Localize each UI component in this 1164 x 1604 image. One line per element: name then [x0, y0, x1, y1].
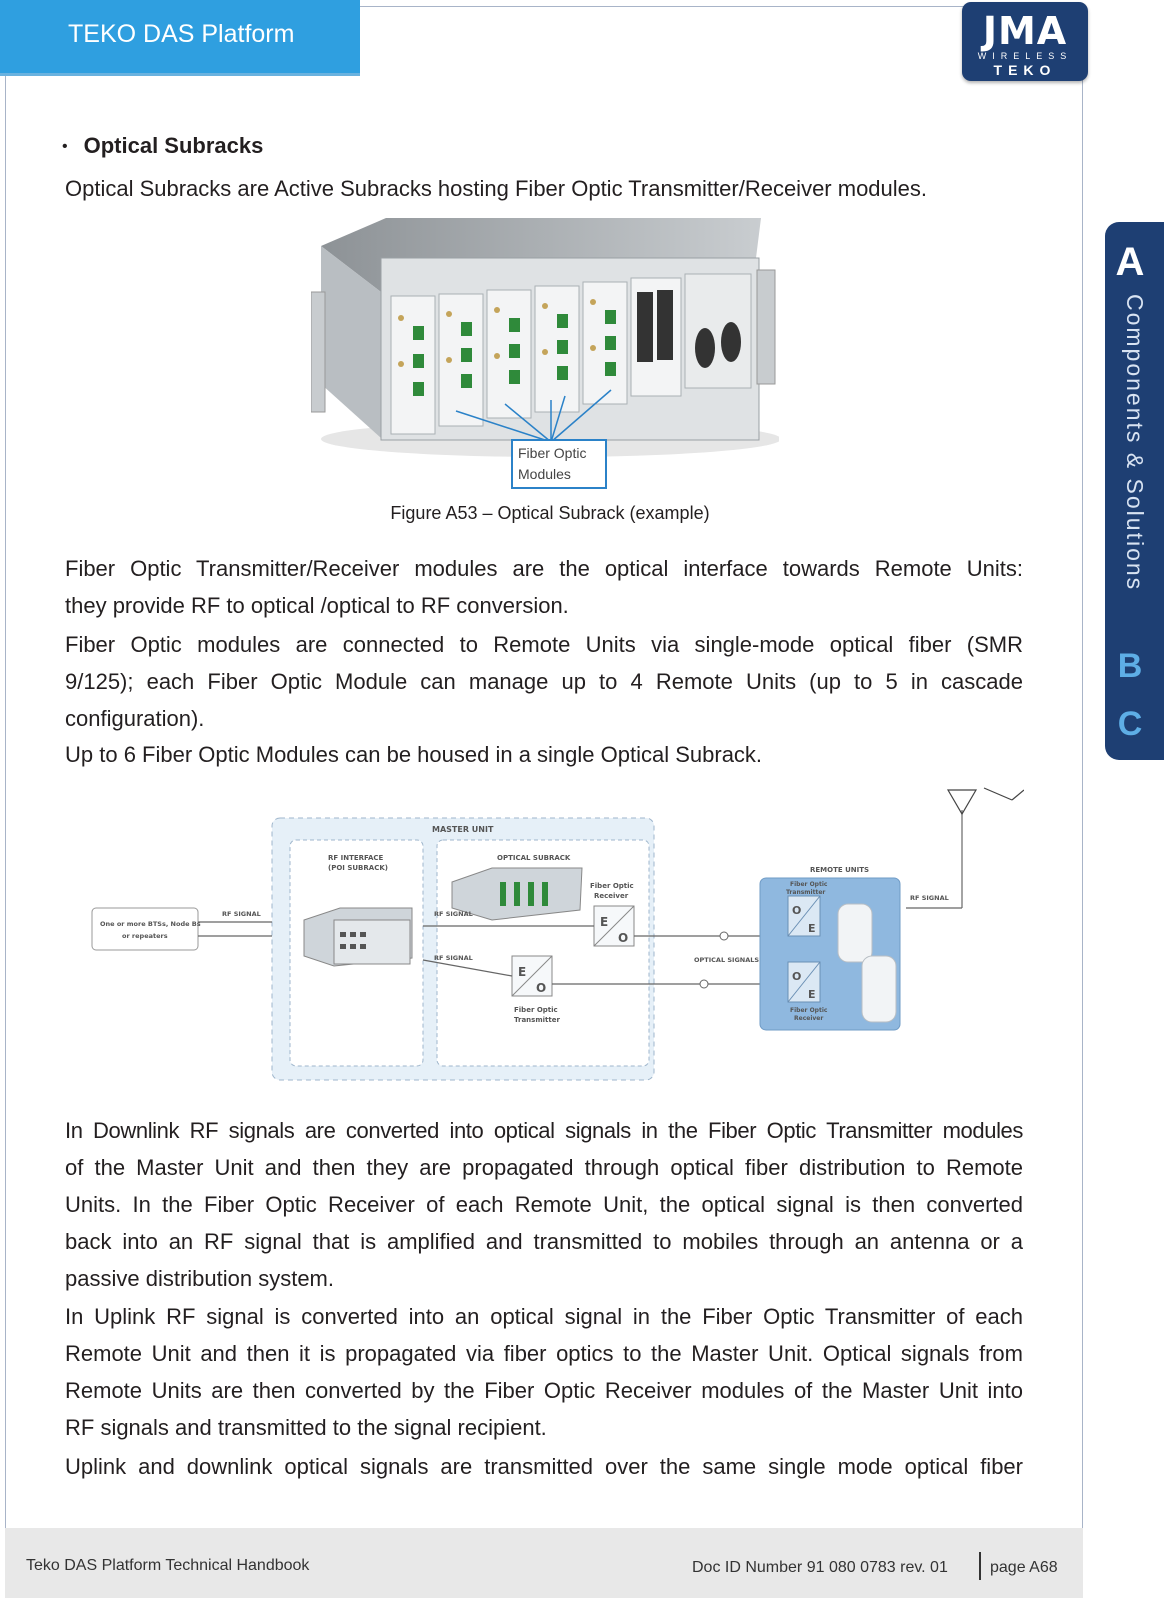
p4-line5: passive distribution system.: [65, 1266, 334, 1291]
fo-transmitter-label1: Fiber Optic: [514, 1006, 558, 1014]
tx-e-label: E: [518, 965, 526, 979]
remote-rx-o-label: O: [792, 970, 801, 983]
remote-tx-label2: Transmitter: [786, 889, 825, 896]
fo-receiver-label2: Receiver: [594, 892, 629, 900]
p6: Uplink and downlink optical signals are …: [65, 1454, 1023, 1479]
side-tab-letter-c[interactable]: C: [1117, 705, 1143, 743]
rf-signal-label-left: RF SIGNAL: [222, 910, 261, 918]
master-unit-label: MASTER UNIT: [432, 825, 494, 834]
remote-rx-label2: Receiver: [794, 1015, 823, 1022]
callout-line2: Modules: [518, 466, 571, 482]
footer-doc-id: Doc ID Number 91 080 0783 rev. 01: [692, 1559, 948, 1576]
remote-units-label: REMOTE UNITS: [810, 866, 869, 874]
tx-o-label: O: [536, 981, 546, 995]
fiber-optic-modules-callout: Fiber Optic Modules: [511, 439, 607, 489]
rx-e-label: E: [600, 915, 608, 929]
rf-signal-label-mid2: RF SIGNAL: [434, 954, 473, 962]
figure-caption: Figure A53 – Optical Subrack (example): [390, 503, 710, 523]
p3: Up to 6 Fiber Optic Modules can be house…: [65, 742, 763, 767]
bullet-icon: •: [62, 138, 68, 155]
side-tab-section-label: Components & Solutions: [1122, 294, 1148, 592]
das-architecture-diagram: MASTER UNIT RF INTERFACE (POI SUBRACK) O…: [91, 787, 1024, 1081]
p4-line3: Units. In the Fiber Optic Receiver of ea…: [65, 1192, 1023, 1217]
callout-line1: Fiber Optic: [518, 445, 587, 461]
p1-line1: Fiber Optic Transmitter/Receiver modules…: [65, 556, 1023, 581]
brand-logo: JMA WIRELESS TEKO: [962, 2, 1088, 81]
section-title-text: Optical Subracks: [83, 133, 264, 158]
logo-brand: JMA: [982, 9, 1068, 53]
bts-label2: or repeaters: [122, 932, 168, 940]
footer-divider: [979, 1552, 981, 1580]
section-side-tab[interactable]: A Components & Solutions B C: [1105, 222, 1164, 760]
bts-label1: One or more BTSs, Node Bs: [100, 920, 201, 928]
remote-tx-o-label: O: [792, 904, 801, 917]
p5-line1: In Uplink RF signal is converted into an…: [65, 1304, 1023, 1329]
p4-line1: In Downlink RF signals are converted int…: [65, 1118, 1023, 1143]
logo-product: TEKO: [993, 62, 1057, 78]
p2-line3: configuration).: [65, 706, 205, 731]
p5-line3: Remote Units are then converted by the F…: [65, 1378, 1023, 1403]
optical-subrack-label: OPTICAL SUBRACK: [497, 854, 571, 862]
p2-line2: 9/125); each Fiber Optic Module can mana…: [65, 669, 1023, 694]
p5-line4: RF signals and transmitted to the signal…: [65, 1415, 547, 1440]
optical-subrack-photo: [311, 218, 779, 457]
logo-sub: WIRELESS: [977, 51, 1073, 61]
footer-page-number: page A68: [990, 1559, 1058, 1576]
remote-tx-label1: Fiber Optic: [790, 881, 828, 888]
rx-o-label: O: [618, 931, 628, 945]
fo-receiver-label1: Fiber Optic: [590, 882, 634, 890]
p2-line1: Fiber Optic modules are connected to Rem…: [65, 632, 1023, 657]
fo-transmitter-label2: Transmitter: [514, 1016, 560, 1024]
rf-signal-label-right: RF SIGNAL: [910, 894, 949, 902]
p4-line4: back into an RF signal that is amplified…: [65, 1229, 1023, 1254]
footer-handbook-title: Teko DAS Platform Technical Handbook: [26, 1557, 310, 1574]
rf-interface-label1: RF INTERFACE: [328, 854, 384, 862]
remote-tx-e-label: E: [808, 922, 816, 935]
remote-rx-e-label: E: [808, 988, 816, 1001]
side-tab-letter-b[interactable]: B: [1117, 647, 1143, 685]
rf-interface-label2: (POI SUBRACK): [328, 864, 388, 872]
section-intro: Optical Subracks are Active Subracks hos…: [65, 176, 928, 201]
optical-signals-label: OPTICAL SIGNALS: [694, 956, 759, 964]
p4-line2: of the Master Unit and then they are pro…: [65, 1155, 1023, 1180]
header-title: TEKO DAS Platform: [0, 0, 360, 76]
section-title: • Optical Subracks: [62, 133, 263, 159]
side-tab-letter-a[interactable]: A: [1115, 240, 1145, 284]
p5-line2: Remote Unit and then it is propagated vi…: [65, 1341, 1023, 1366]
p1-line2: they provide RF to optical /optical to R…: [65, 593, 569, 618]
rf-signal-label-mid1: RF SIGNAL: [434, 910, 473, 918]
remote-rx-label1: Fiber Optic: [790, 1007, 828, 1014]
page-footer: Teko DAS Platform Technical Handbook Doc…: [5, 1528, 1083, 1598]
